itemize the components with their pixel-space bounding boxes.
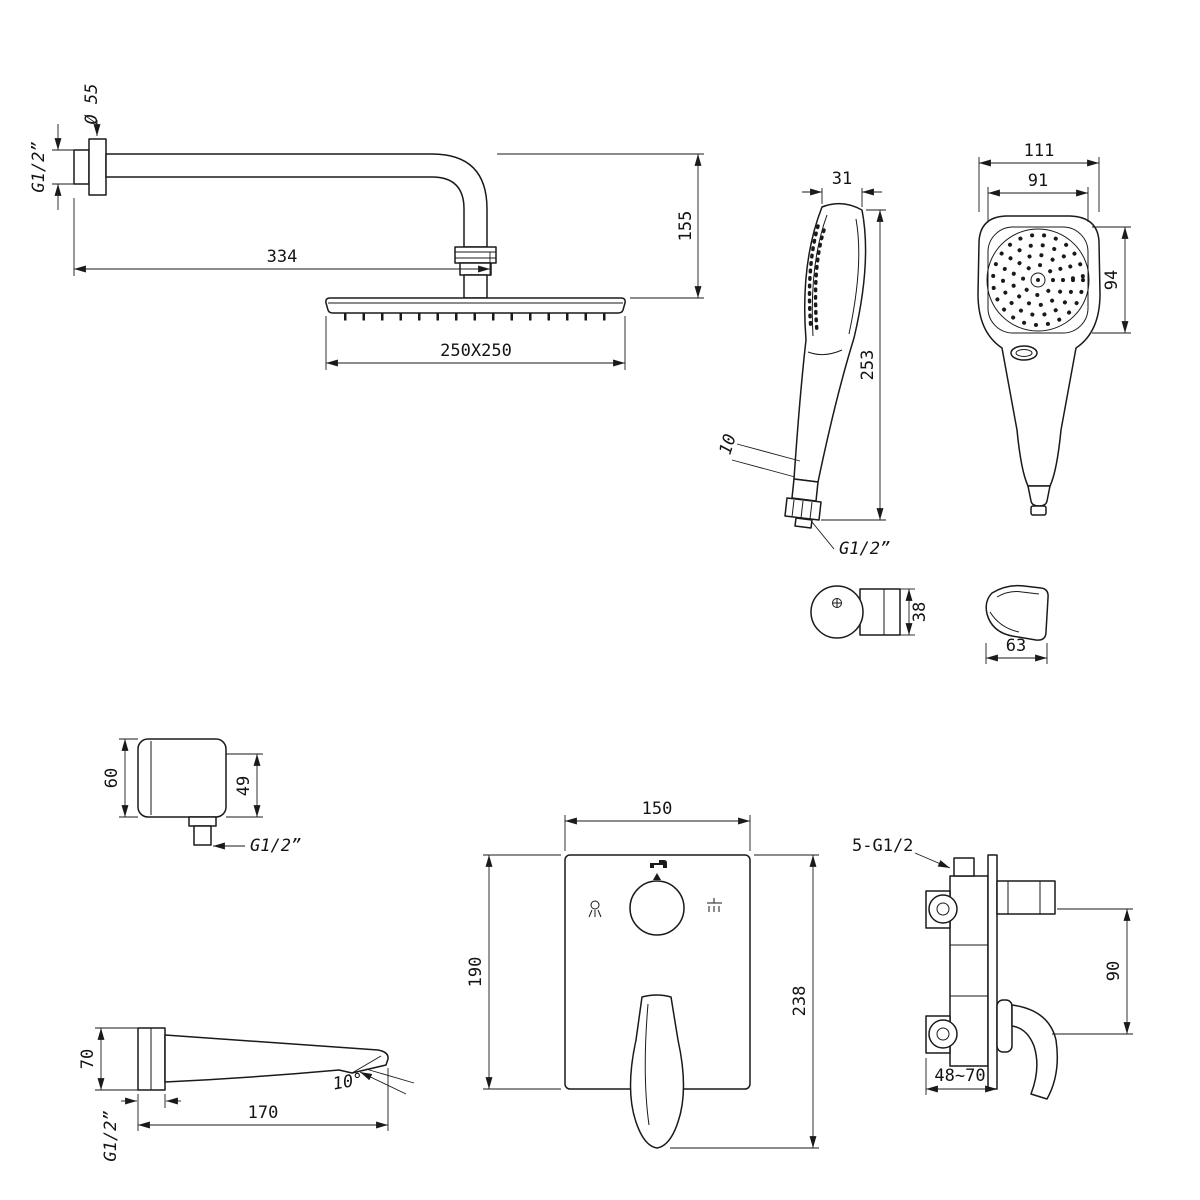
nozzle-ring	[1011, 253, 1065, 307]
diverter-knob	[629, 880, 685, 936]
dim-union-width: 60	[102, 768, 122, 788]
wall-thread-stub	[73, 149, 90, 185]
mixer-side-dimensions: 5-G1/2 90 48~70	[852, 836, 1133, 1095]
elbow-body	[859, 588, 901, 636]
dim-spout-length: 170	[248, 1103, 279, 1123]
shower-bracket-drawing: 63	[985, 584, 1049, 664]
dim-head-thickness: 31	[832, 169, 852, 189]
hand-shower-side-drawing: 31 253 10 G1/2”	[716, 169, 891, 559]
mixer-front-drawing: 150 190 238	[466, 799, 819, 1149]
dim-bracket-width: 63	[1006, 636, 1026, 656]
dim-elbow-height: 38	[910, 602, 930, 622]
hand-shower-icon	[588, 900, 602, 918]
handle-cone	[791, 478, 819, 502]
dim-face-height: 94	[1102, 270, 1122, 290]
head-stem	[463, 274, 488, 299]
shower-arm	[105, 153, 488, 248]
wall-union-drawing: 60 49 G1/2”	[102, 738, 301, 856]
tub-spout-dimensions: 10° 70 170 G1/2”	[78, 1027, 415, 1162]
overhead-shower-drawing: Ø 55 G1/2” 334 155 250X250	[29, 84, 704, 370]
dim-connector-thread: G1/2”	[839, 539, 890, 559]
hand-shower-body-side	[793, 202, 867, 483]
tub-spout-icon	[650, 860, 667, 868]
dim-union-thread: G1/2”	[250, 836, 301, 856]
dim-grip: 10	[716, 432, 741, 457]
dim-overall-width: 111	[1024, 141, 1055, 161]
bracket-body	[985, 584, 1049, 641]
elbow-escutcheon	[810, 585, 864, 639]
nozzle-ring	[1021, 263, 1055, 297]
shower-bracket-dimensions: 63	[985, 636, 1048, 664]
hand-shower-front-drawing: 111 91 94	[977, 141, 1131, 516]
mixer-side-drawing: 5-G1/2 90 48~70	[852, 836, 1133, 1100]
spout-body	[164, 1034, 389, 1083]
nozzle-ring	[1001, 243, 1075, 317]
dim-spout-thread: G1/2”	[101, 1110, 121, 1161]
mode-button	[1010, 345, 1038, 361]
union-collar	[188, 816, 217, 827]
dim-head-size: 250X250	[440, 341, 512, 361]
dim-port-spacing: 90	[1104, 961, 1124, 981]
wall-union-dimensions: 60 49 G1/2”	[102, 738, 301, 856]
dim-connections: 5-G1/2	[852, 836, 913, 856]
supply-elbow-dimensions: 38	[900, 588, 930, 636]
wall-flange	[88, 138, 107, 196]
dim-plate-width: 150	[642, 799, 673, 819]
overhead-shower-dimensions: Ø 55 G1/2” 334 155 250X250	[29, 84, 704, 370]
dim-arm-length: 334	[267, 247, 298, 267]
dim-mounting-depth: 48~70	[934, 1066, 985, 1086]
union-body	[137, 738, 227, 818]
mixer-lever-handle	[629, 994, 685, 1149]
handle-end-stub	[1030, 505, 1047, 516]
overhead-shower-icon	[707, 898, 722, 912]
nozzle-ring	[991, 233, 1085, 327]
shower-head-slab	[325, 297, 626, 314]
tub-spout-drawing: 10° 70 170 G1/2”	[78, 1027, 415, 1162]
mixer-front-dimensions: 150 190 238	[466, 799, 819, 1149]
handle-hub	[996, 999, 1013, 1053]
spray-face-plate	[987, 226, 1089, 334]
plate-side-profile	[987, 854, 998, 1090]
connector-stub	[794, 517, 813, 529]
center-nozzle	[1030, 272, 1046, 288]
top-connection-stub	[953, 857, 975, 877]
side-lever-handle	[1011, 1004, 1059, 1100]
dim-face-width: 91	[1028, 171, 1048, 191]
hand-shower-front-dimensions: 111 91 94	[978, 141, 1131, 334]
handle-end-cone	[1027, 485, 1051, 507]
lower-port	[928, 1019, 958, 1049]
dim-flange-diameter: Ø 55	[82, 84, 102, 125]
dim-plate-height: 190	[466, 957, 486, 988]
dim-total-height: 238	[790, 986, 810, 1017]
face-nozzle-band	[807, 224, 820, 332]
dim-tip-angle: 10°	[331, 1070, 365, 1095]
trim-block	[996, 880, 1056, 915]
hand-shower-body-front	[977, 215, 1101, 487]
union-pipe	[193, 825, 212, 846]
dim-union-height: 49	[234, 776, 254, 796]
dim-flange-height: 70	[78, 1049, 98, 1069]
upper-port	[928, 894, 958, 924]
dim-total-length: 253	[858, 350, 878, 381]
dim-drop-height: 155	[676, 211, 696, 242]
supply-elbow-drawing: 38	[810, 585, 930, 639]
dim-wall-thread: G1/2”	[29, 141, 49, 192]
knob-pointer-icon	[653, 873, 661, 880]
